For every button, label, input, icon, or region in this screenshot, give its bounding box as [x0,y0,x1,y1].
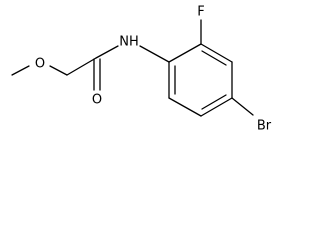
ring-bond-5 [168,97,202,117]
bond-ring-br [231,97,254,116]
bond-ch2-carbonyl [66,57,97,76]
bond-o-ch2 [49,65,68,76]
atom-label-fluorine: F [197,5,204,20]
ring-bond-1 [168,43,202,63]
ring-bond-2 [200,43,233,63]
atom-label-ether-oxygen: O [35,57,45,72]
ring-bond-4-inner [201,94,227,110]
bond-n-ring [139,45,170,63]
bond-methyl-o [11,65,30,76]
atom-label-carbonyl-oxygen: O [92,93,102,108]
atom-label-bromine: Br [257,119,272,134]
atom-label-amide-nh: NH [119,35,139,50]
ring-bond-4 [200,97,233,117]
ring-bond-2-inner [201,50,227,66]
bond-carbonyl-n [95,45,119,59]
molecule-diagram: O NH F O Br [11,5,272,134]
structure-canvas: O NH F O Br [0,0,282,136]
atom-labels: O NH F O Br [35,5,272,134]
bonds [11,19,254,117]
